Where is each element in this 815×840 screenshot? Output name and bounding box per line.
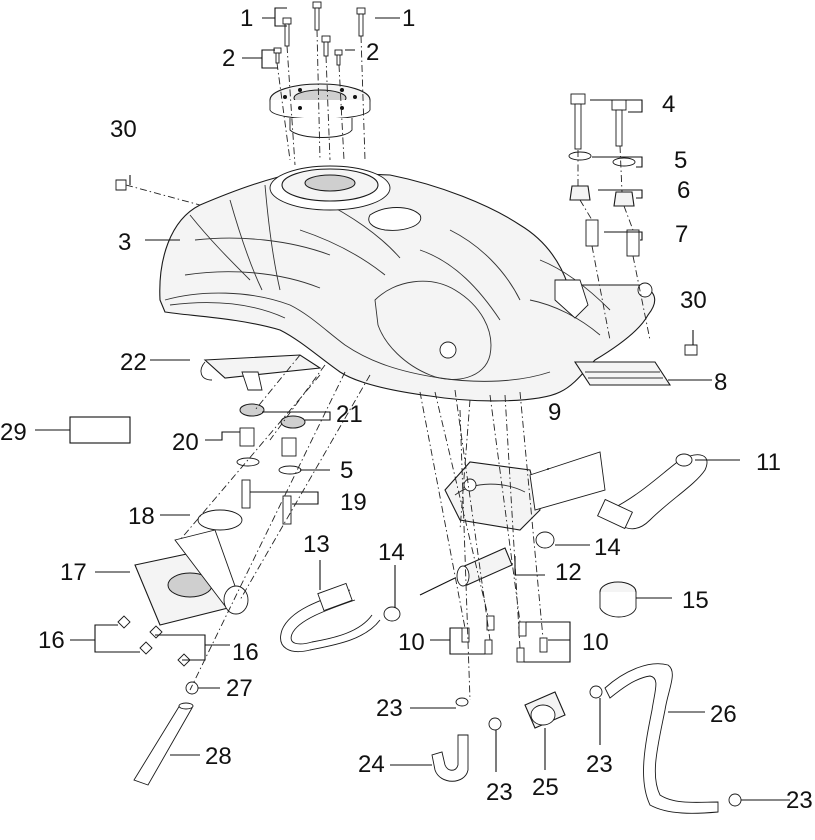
callout-30-right: 30 [680, 287, 707, 314]
callout-3: 3 [118, 229, 131, 256]
callout-13: 13 [303, 531, 330, 558]
bracket-22 [200, 354, 322, 391]
callout-22: 22 [120, 349, 147, 376]
callout-2-right: 2 [366, 39, 379, 66]
callout-5-right: 5 [674, 147, 687, 174]
hose-11 [597, 453, 708, 530]
hose-13 [280, 582, 381, 652]
callout-29: 29 [0, 419, 27, 446]
callout-14-left: 14 [378, 539, 405, 566]
callout-7: 7 [675, 221, 688, 248]
callout-23-d: 23 [786, 787, 813, 814]
hose-28 [133, 681, 199, 786]
fuel-tank [159, 165, 656, 402]
callout-2-left: 2 [222, 45, 235, 72]
callout-4: 4 [662, 91, 675, 118]
callout-6: 6 [677, 177, 690, 204]
cap-bolts [273, 1, 366, 166]
bolts-30 [115, 179, 698, 356]
callout-23-a: 23 [376, 695, 403, 722]
callout-10-right: 10 [582, 629, 609, 656]
callout-28: 28 [205, 743, 232, 770]
mount-rubbers-20-21 [236, 403, 306, 525]
callout-9: 9 [548, 399, 561, 426]
callouts: 1 1 2 2 3 4 5 6 7 8 9 10 10 11 12 13 14 … [0, 5, 813, 814]
bolts-10 [419, 389, 548, 663]
filler-cap-ring [269, 83, 371, 138]
callout-11: 11 [756, 449, 781, 476]
filter-module-9 [444, 451, 606, 531]
clamps-14-15 [383, 531, 637, 622]
rear-mount-hardware [568, 93, 651, 341]
callout-15: 15 [682, 587, 709, 614]
callout-27: 27 [226, 675, 253, 702]
grommet-8 [573, 361, 672, 386]
callout-23-b: 23 [486, 779, 513, 806]
callout-10-left: 10 [398, 629, 425, 656]
callout-18: 18 [128, 503, 155, 530]
callout-19: 19 [340, 489, 367, 516]
callout-17: 17 [60, 559, 87, 586]
lower-fuel-line [431, 663, 742, 814]
assembly-axis-lines [179, 354, 471, 701]
leader-lines [35, 7, 790, 801]
callout-20: 20 [172, 429, 199, 456]
callout-25: 25 [532, 774, 559, 801]
callout-16-right: 16 [232, 639, 259, 666]
callout-1-right: 1 [402, 5, 415, 32]
callout-12: 12 [555, 559, 582, 586]
part-29-label [69, 416, 131, 444]
callout-21: 21 [336, 401, 363, 428]
callout-1-left: 1 [240, 5, 253, 32]
callout-16-left: 16 [38, 627, 65, 654]
fuel-pump-17 [117, 509, 249, 667]
callout-8: 8 [714, 369, 727, 396]
callout-26: 26 [710, 701, 737, 728]
callout-24: 24 [358, 751, 385, 778]
callout-23-c: 23 [586, 751, 613, 778]
callout-5-left: 5 [340, 457, 353, 484]
callout-30-left: 30 [110, 116, 137, 143]
callout-14-right: 14 [594, 534, 621, 561]
